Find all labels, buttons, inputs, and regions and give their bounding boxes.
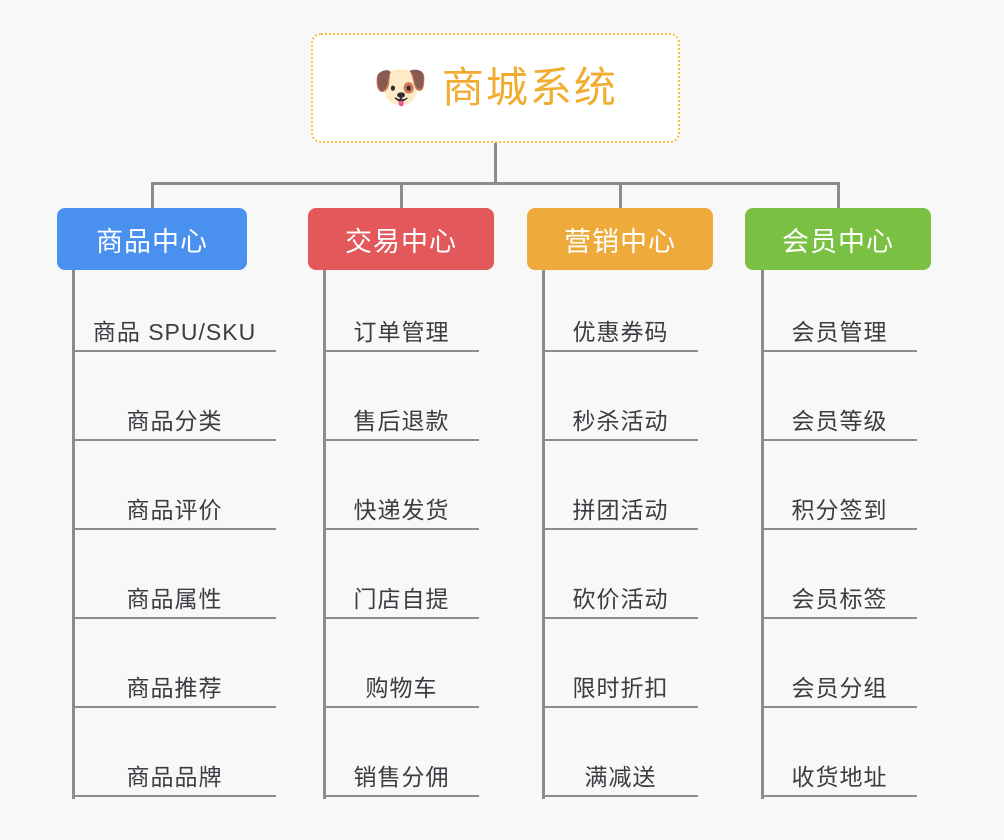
column-spine xyxy=(322,270,326,799)
connector-drop-1 xyxy=(150,182,154,208)
leaf-label: 商品属性 xyxy=(126,586,223,612)
root-title: 商城系统 xyxy=(441,64,618,111)
leaf-label: 砍价活动 xyxy=(572,586,669,612)
leaf-item[interactable]: 售后退款 xyxy=(324,381,479,441)
leaf-item[interactable]: 秒杀活动 xyxy=(543,381,698,441)
connector-drop-3 xyxy=(618,182,622,208)
root-node[interactable]: 🐶 商城系统 xyxy=(311,33,680,143)
column-spine xyxy=(71,270,75,799)
leaf-item[interactable]: 购物车 xyxy=(324,648,479,708)
leaf-label: 销售分佣 xyxy=(353,764,450,790)
dog-face-icon: 🐶 xyxy=(373,63,428,112)
leaf-item[interactable]: 商品 SPU/SKU xyxy=(73,292,276,352)
leaf-label: 订单管理 xyxy=(353,319,450,345)
leaf-label: 商品分类 xyxy=(126,408,223,434)
leaf-item[interactable]: 会员等级 xyxy=(762,381,917,441)
category-header[interactable]: 商品中心 xyxy=(57,208,247,270)
connector-drop-2 xyxy=(399,182,403,208)
leaf-item[interactable]: 商品评价 xyxy=(73,470,276,530)
category-header[interactable]: 交易中心 xyxy=(308,208,494,270)
category-label: 交易中心 xyxy=(345,226,457,257)
leaf-item[interactable]: 会员标签 xyxy=(762,559,917,619)
leaf-label: 限时折扣 xyxy=(572,675,669,701)
column-spine xyxy=(541,270,545,799)
leaf-item[interactable]: 限时折扣 xyxy=(543,648,698,708)
leaf-label: 快递发货 xyxy=(353,497,450,523)
category-label: 会员中心 xyxy=(782,226,894,257)
leaf-label: 商品评价 xyxy=(126,497,223,523)
leaf-label: 售后退款 xyxy=(353,408,450,434)
column-spine xyxy=(760,270,764,799)
leaf-item[interactable]: 商品分类 xyxy=(73,381,276,441)
leaf-label: 会员管理 xyxy=(791,319,888,345)
leaf-item[interactable]: 会员管理 xyxy=(762,292,917,352)
category-label: 商品中心 xyxy=(96,226,208,257)
leaf-item[interactable]: 门店自提 xyxy=(324,559,479,619)
leaf-label: 秒杀活动 xyxy=(572,408,669,434)
leaf-label: 满减送 xyxy=(584,764,657,790)
leaf-label: 购物车 xyxy=(365,675,438,701)
connector-drop-4 xyxy=(836,182,840,208)
leaf-item[interactable]: 收货地址 xyxy=(762,737,917,797)
category-column: 会员中心 xyxy=(745,208,931,270)
leaf-item[interactable]: 拼团活动 xyxy=(543,470,698,530)
leaf-item[interactable]: 商品品牌 xyxy=(73,737,276,797)
category-column: 营销中心 xyxy=(527,208,713,270)
leaf-item[interactable]: 满减送 xyxy=(543,737,698,797)
leaf-item[interactable]: 商品属性 xyxy=(73,559,276,619)
category-label: 营销中心 xyxy=(564,226,676,257)
leaf-item[interactable]: 会员分组 xyxy=(762,648,917,708)
leaf-label: 商品 SPU/SKU xyxy=(92,319,257,345)
leaf-item[interactable]: 积分签到 xyxy=(762,470,917,530)
leaf-label: 会员等级 xyxy=(791,408,888,434)
leaf-label: 门店自提 xyxy=(353,586,450,612)
leaf-label: 商品推荐 xyxy=(126,675,223,701)
root-stem xyxy=(494,143,497,182)
leaf-label: 会员分组 xyxy=(791,675,888,701)
leaf-label: 积分签到 xyxy=(791,497,888,523)
category-header[interactable]: 会员中心 xyxy=(745,208,931,270)
leaf-item[interactable]: 优惠券码 xyxy=(543,292,698,352)
category-column: 商品中心 xyxy=(57,208,247,270)
leaf-label: 收货地址 xyxy=(791,764,888,790)
leaf-item[interactable]: 砍价活动 xyxy=(543,559,698,619)
leaf-item[interactable]: 订单管理 xyxy=(324,292,479,352)
connector-bus xyxy=(150,182,840,185)
leaf-item[interactable]: 商品推荐 xyxy=(73,648,276,708)
leaf-item[interactable]: 销售分佣 xyxy=(324,737,479,797)
leaf-label: 拼团活动 xyxy=(572,497,669,523)
leaf-label: 会员标签 xyxy=(791,586,888,612)
category-column: 交易中心 xyxy=(308,208,494,270)
leaf-label: 优惠券码 xyxy=(572,319,669,345)
leaf-label: 商品品牌 xyxy=(126,764,223,790)
leaf-item[interactable]: 快递发货 xyxy=(324,470,479,530)
category-header[interactable]: 营销中心 xyxy=(527,208,713,270)
